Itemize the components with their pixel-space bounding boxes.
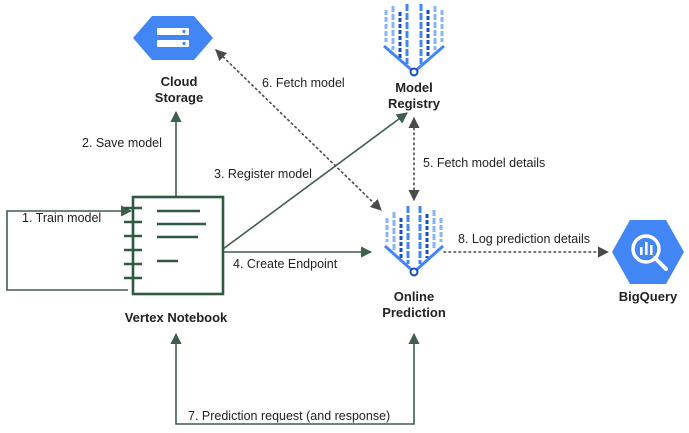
edge-save-model: 2. Save model — [82, 110, 182, 196]
bigquery-icon — [612, 220, 684, 284]
model-registry-label-line1: Model — [395, 80, 433, 95]
node-model-registry: Model Registry — [383, 4, 445, 111]
cloud-storage-label-line1: Cloud — [161, 74, 198, 89]
model-registry-label-line2: Registry — [388, 96, 441, 111]
train-model-arrow — [6, 205, 133, 291]
edge-train-model: 1. Train model — [6, 205, 133, 291]
fetch-model-arrow — [215, 49, 382, 211]
edge-register-model: 3. Register model — [214, 112, 408, 250]
online-prediction-label-line1: Online — [394, 289, 434, 304]
prediction-request-arrow — [170, 332, 420, 425]
create-endpoint-label: 4. Create Endpoint — [233, 257, 338, 271]
log-prediction-details-label: 8. Log prediction details — [458, 232, 590, 246]
notebook-icon — [124, 195, 225, 296]
register-model-label: 3. Register model — [214, 167, 312, 181]
edge-prediction-request: 7. Prediction request (and response) — [170, 332, 420, 425]
register-model-arrow — [222, 112, 408, 250]
vertex-ai-icon — [383, 4, 445, 77]
vertex-notebook-label: Vertex Notebook — [125, 310, 228, 325]
edge-log-prediction-details: 8. Log prediction details — [443, 232, 610, 258]
save-model-label: 2. Save model — [82, 136, 162, 150]
fetch-model-label: 6. Fetch model — [262, 76, 345, 90]
edge-fetch-model: 6. Fetch model — [215, 49, 382, 211]
edge-create-endpoint: 4. Create Endpoint — [223, 246, 373, 271]
online-prediction-label-line2: Prediction — [382, 305, 446, 320]
node-vertex-notebook: Vertex Notebook — [124, 195, 228, 325]
fetch-model-details-label: 5. Fetch model details — [423, 156, 545, 170]
node-bigquery: BigQuery — [612, 220, 684, 304]
train-model-label: 1. Train model — [22, 211, 101, 225]
cloud-storage-label-line2: Storage — [155, 90, 203, 105]
prediction-request-label: 7. Prediction request (and response) — [188, 409, 390, 423]
bigquery-label: BigQuery — [619, 289, 678, 304]
vertex-ai-icon — [383, 206, 445, 277]
cloud-storage-icon — [133, 16, 213, 60]
edge-fetch-model-details: 5. Fetch model details — [408, 116, 545, 202]
node-online-prediction: Online Prediction — [382, 206, 446, 320]
node-cloud-storage: Cloud Storage — [133, 16, 213, 105]
